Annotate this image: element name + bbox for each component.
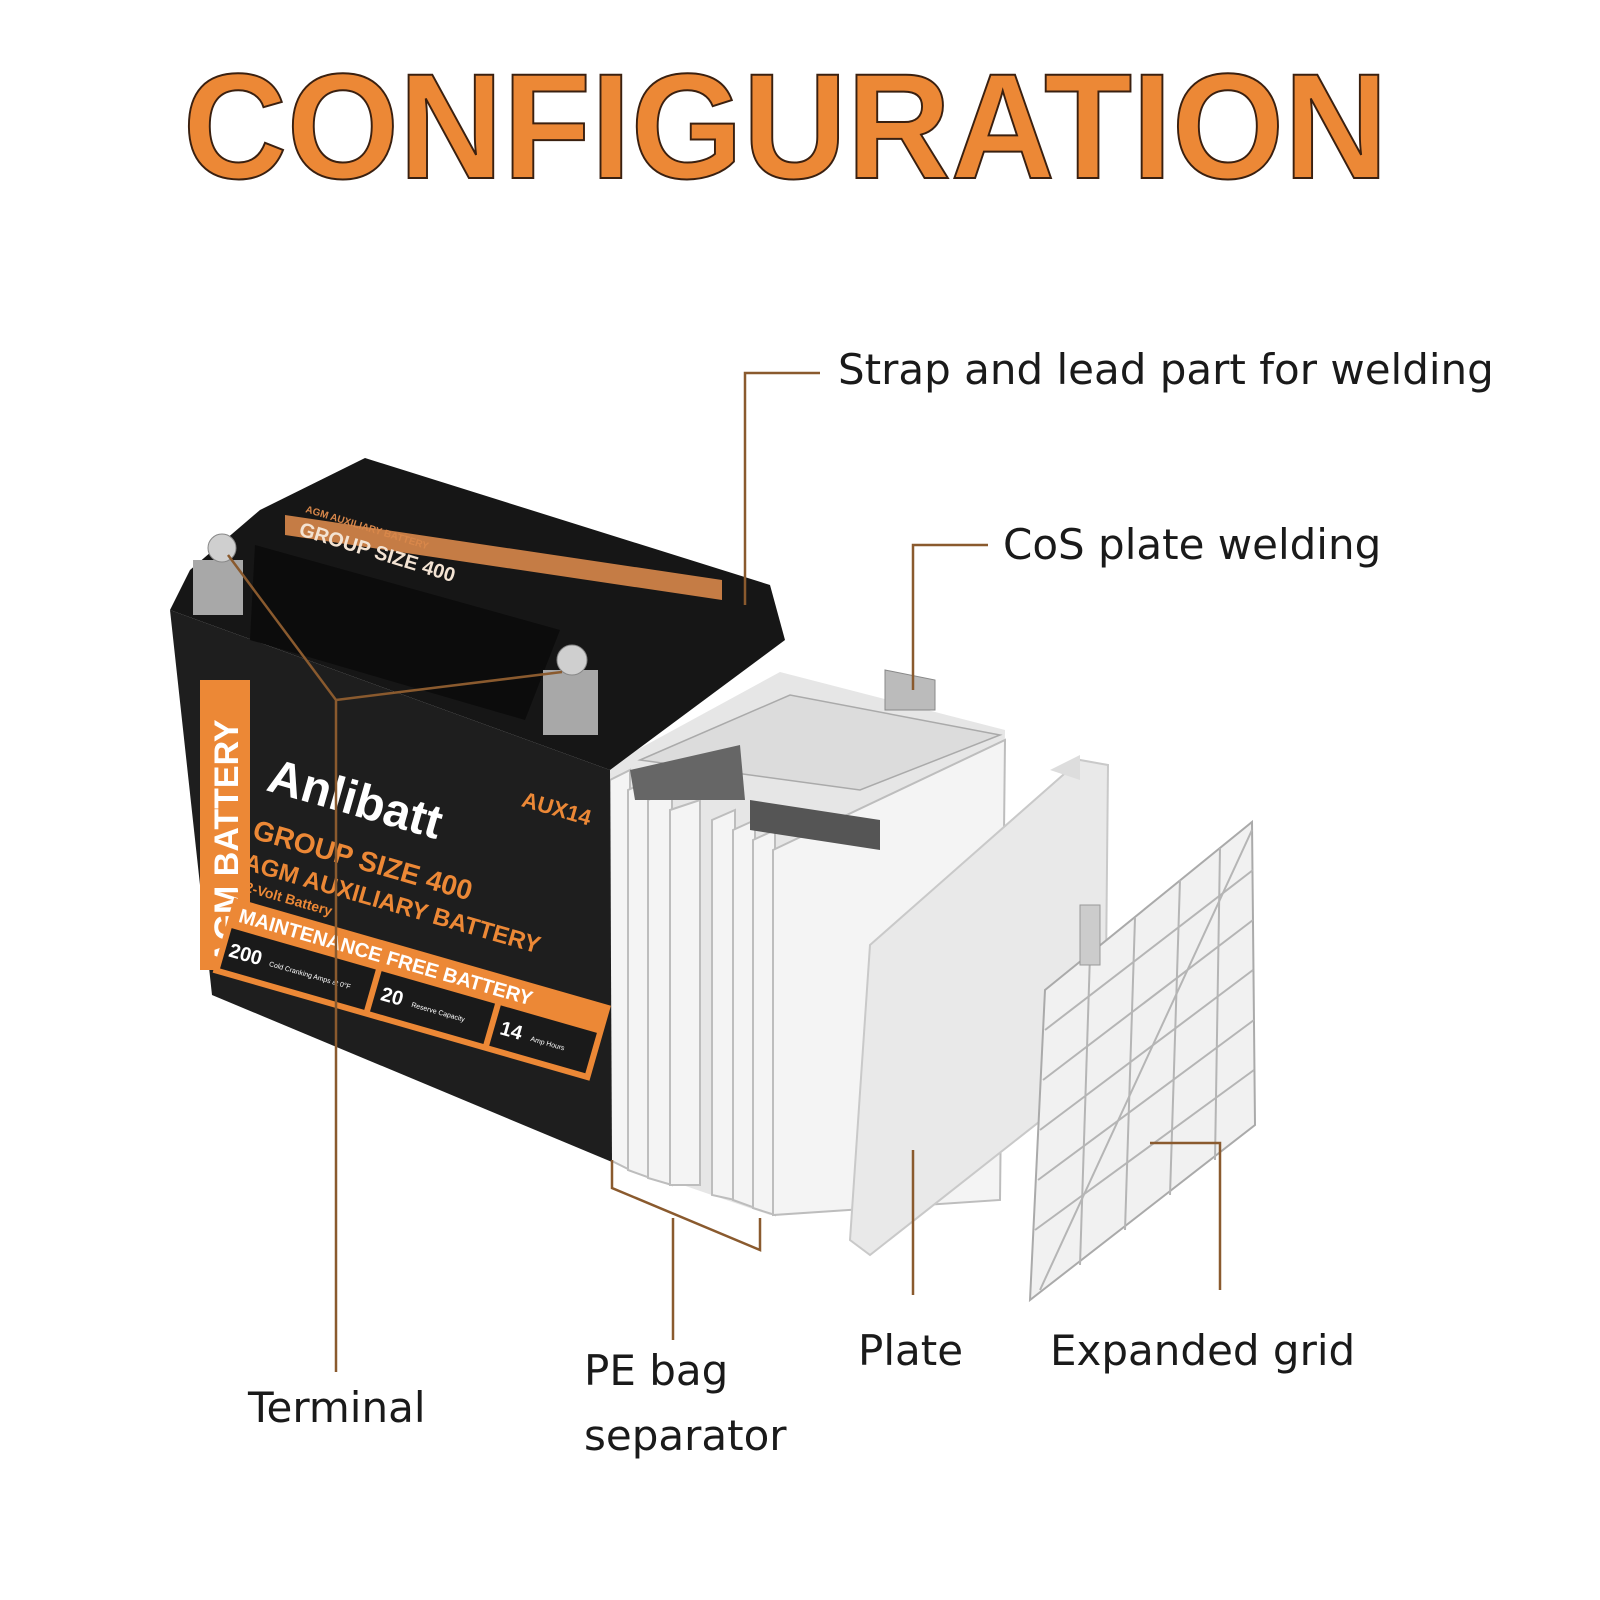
page-title: CONFIGURATION: [183, 42, 1388, 210]
terminal-negative: [193, 533, 243, 615]
label-cos: CoS plate welding: [1003, 520, 1381, 569]
leader-cos: [911, 543, 988, 690]
spec-14: 14 Amp Hours: [489, 1005, 597, 1074]
label-grid: Expanded grid: [1050, 1326, 1355, 1375]
expanded-grid: [1028, 819, 1257, 1303]
label-strap: Strap and lead part for welding: [838, 345, 1494, 394]
leader-grid: [1150, 1141, 1222, 1290]
label-plate: Plate: [858, 1326, 963, 1375]
label-pe-line1: PE bag: [584, 1346, 728, 1395]
leader-strap: [743, 371, 820, 605]
label-pe-line2: separator: [584, 1411, 787, 1460]
leader-terminal-2: [335, 670, 563, 702]
spec-20: 20 Reserve Capacity: [370, 971, 496, 1045]
battery: AGM BATTERY Anlibatt AUX14 GROUP SIZE 40…: [170, 458, 785, 1162]
terminal-positive: [543, 644, 598, 735]
label-terminal: Terminal: [247, 1383, 426, 1432]
leader-pe-bracket: [610, 1160, 762, 1252]
